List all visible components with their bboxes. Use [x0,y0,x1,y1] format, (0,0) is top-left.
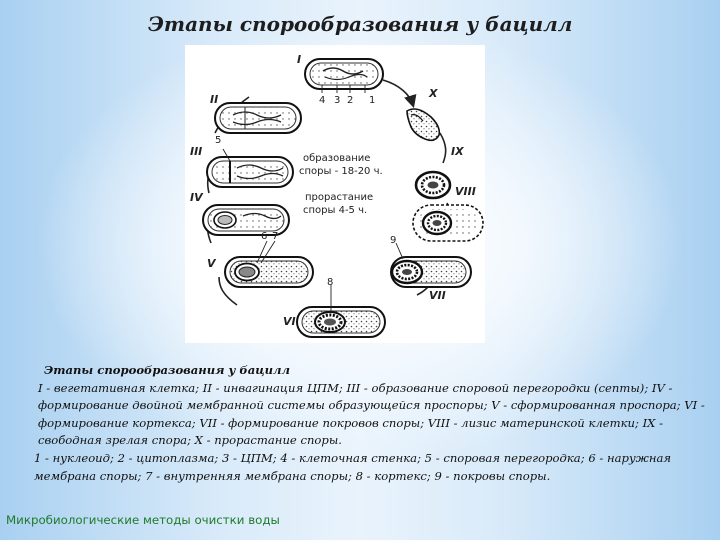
slide-title: Этапы спорообразования у бацилл [148,12,573,36]
stage-label-ix: IX [451,145,464,158]
leader-lines [222,85,404,313]
slide-footer: Микробиологические методы очистки воды [6,513,280,527]
stage-label-vi: VI [283,315,296,328]
caption-stages-text: I - вегетативная клетка; II - инвагинаци… [38,380,705,448]
part-number-7: 7 [272,231,278,242]
stage-label-v: V [207,257,217,270]
part-number-5: 5 [215,135,221,146]
part-number-1: 1 [369,95,375,106]
stage-label-viii: VIII [455,185,476,198]
cycle-arc-x-ix [439,132,447,164]
part-number-8: 8 [327,277,333,288]
stage-label-x: X [428,87,438,100]
cycle-arc-vi-v [218,276,238,306]
cell-stage-iv [202,204,290,236]
cell-stage-iii [206,156,294,188]
part-number-3: 3 [334,95,340,106]
stage-label-iii: III [190,145,202,158]
center-formation-line1: образование [303,153,370,164]
cell-stage-vi [296,306,386,338]
part-number-6: 6 [261,231,267,242]
cell-stage-v [224,256,314,288]
cycle-arrow-i-x [382,79,417,109]
center-germination-line2: споры 4-5 ч. [303,205,367,216]
caption-parts-text: 1 - нуклеоид; 2 - цитоплазма; 3 - ЦПМ; 4… [34,450,672,483]
center-germination-line1: прорастание [305,192,373,203]
sporulation-cycle-svg: I II III IV V VI VII VIII IX X 1 2 3 4 5… [190,53,484,338]
stage-label-i: I [297,53,301,66]
part-number-2: 2 [347,95,353,106]
stage-label-ii: II [210,93,218,106]
cell-stage-vii [390,256,472,288]
part-number-9: 9 [390,235,396,246]
part-number-4: 4 [319,95,325,106]
caption-title: Этапы спорообразования у бацилл [44,363,291,377]
figure-caption: Этапы спорообразования у бацилл I - веге… [34,362,706,485]
center-formation-line2: споры - 18-20 ч. [299,166,383,177]
stage-label-vii: VII [429,289,446,302]
cell-stage-ix [414,170,452,200]
cell-stage-viii [412,204,484,242]
sporulation-diagram: I II III IV V VI VII VIII IX X 1 2 3 4 5… [185,45,485,343]
cell-stage-x [406,108,441,142]
cell-stage-i [304,58,384,90]
stage-label-iv: IV [190,191,204,204]
cell-stage-ii [214,102,302,134]
